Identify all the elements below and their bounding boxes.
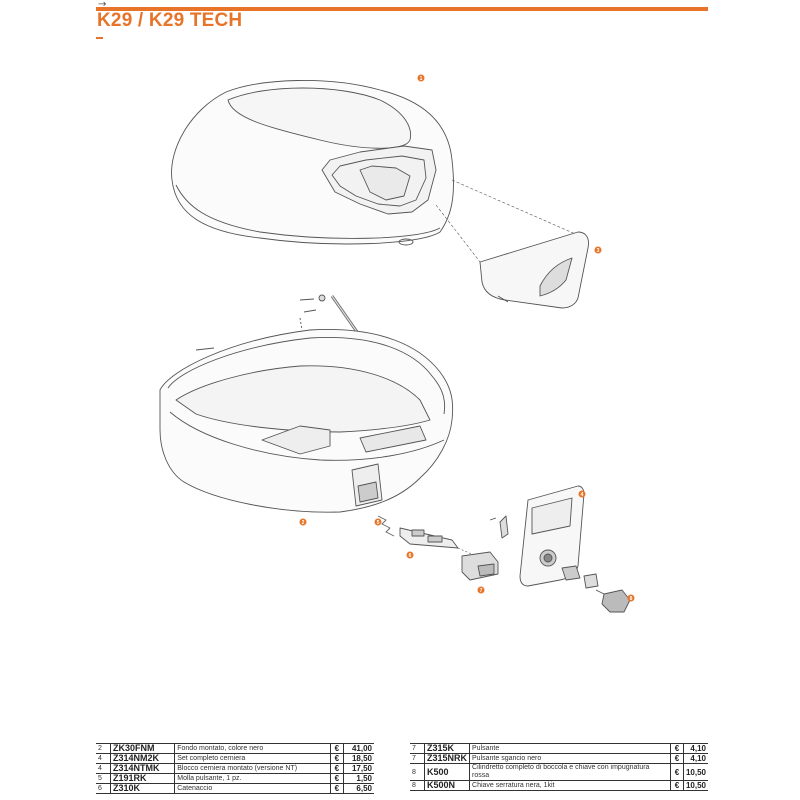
currency-symbol: € xyxy=(329,753,344,764)
exploded-diagram: 1 2 3 4 5 6 7 8 xyxy=(159,74,635,613)
base-part xyxy=(159,329,454,513)
callout-1 xyxy=(417,74,425,82)
part-description: Fondo montato, colore nero xyxy=(174,743,331,754)
callout-5-label: 5 xyxy=(377,520,380,526)
part-description: Chiave serratura nera, 1kit xyxy=(469,780,671,791)
table-row: 4 Z314NTMK Blocco cerniera montato (vers… xyxy=(96,763,374,774)
part-index: 5 xyxy=(96,773,111,784)
part-code: Z314NTMK xyxy=(109,763,175,774)
part-index: 8 xyxy=(410,780,425,791)
table-row: 5 Z191RK Molla pulsante, 1 pz. € 1,50 xyxy=(96,773,374,784)
callout-8 xyxy=(627,594,635,602)
part-price: 1,50 xyxy=(342,773,374,784)
currency-symbol: € xyxy=(329,763,344,774)
callout-6-label: 6 xyxy=(409,553,412,559)
callout-4-label: 4 xyxy=(581,492,584,498)
currency-symbol: € xyxy=(669,753,684,764)
part-index: 2 xyxy=(96,743,111,754)
part-code: Z310K xyxy=(109,783,175,794)
currency-symbol: € xyxy=(669,780,684,791)
cover-badge-part xyxy=(479,231,589,309)
catch-part xyxy=(399,527,459,549)
part-index: 8 xyxy=(410,763,425,781)
currency-symbol: € xyxy=(329,773,344,784)
callout-2-label: 2 xyxy=(302,520,305,526)
part-price: 10,50 xyxy=(682,780,708,791)
lid-part xyxy=(171,79,454,246)
part-code: ZK30FNM xyxy=(109,743,175,754)
parts-table-left: 2 ZK30FNM Fondo montato, colore nero € 4… xyxy=(96,743,374,794)
part-price: 6,50 xyxy=(342,783,374,794)
part-index: 4 xyxy=(96,763,111,774)
callout-markers xyxy=(299,74,635,602)
part-code: K500N xyxy=(423,780,470,791)
table-row: 2 ZK30FNM Fondo montato, colore nero € 4… xyxy=(96,743,374,754)
part-description: Blocco cerniera montato (versione NT) xyxy=(174,763,331,774)
currency-symbol: € xyxy=(669,763,684,781)
button-part xyxy=(461,551,499,581)
callout-4 xyxy=(578,490,586,498)
callout-6 xyxy=(406,551,414,559)
title-underline xyxy=(96,37,103,39)
currency-symbol: € xyxy=(329,783,344,794)
callout-5 xyxy=(374,518,382,526)
table-row: 7 Z315NRK Pulsante sgancio nero € 4,10 xyxy=(410,753,708,764)
callout-7 xyxy=(477,586,485,594)
part-price: 41,00 xyxy=(342,743,374,754)
lock-cylinder-part xyxy=(561,565,631,613)
part-index: 4 xyxy=(96,753,111,764)
page-title: K29 / K29 TECH xyxy=(97,10,243,31)
callout-2 xyxy=(299,518,307,526)
part-price: 4,10 xyxy=(682,743,708,754)
part-code: Z315NRK xyxy=(423,753,470,764)
part-description: Set completo cerniera xyxy=(174,753,331,764)
callout-3-label: 3 xyxy=(597,248,600,254)
spring-part xyxy=(377,515,395,537)
part-description: Molla pulsante, 1 pz. xyxy=(174,773,331,784)
part-price: 4,10 xyxy=(682,753,708,764)
part-index: 7 xyxy=(410,743,425,754)
part-price: 10,50 xyxy=(682,763,708,781)
parts-table-right: 7 Z315K Pulsante € 4,10 7 Z315NRK Pulsan… xyxy=(410,743,708,791)
part-price: 18,50 xyxy=(342,753,374,764)
part-description: Pulsante sgancio nero xyxy=(469,753,671,764)
title-arrow-icon: → xyxy=(98,0,107,10)
table-row: 4 Z314NM2K Set completo cerniera € 18,50 xyxy=(96,753,374,764)
part-description: Catenaccio xyxy=(174,783,331,794)
part-description: Pulsante xyxy=(469,743,671,754)
part-code: Z191RK xyxy=(109,773,175,784)
callout-7-label: 7 xyxy=(480,588,483,594)
table-row: 6 Z310K Catenaccio € 6,50 xyxy=(96,783,374,794)
table-row: 7 Z315K Pulsante € 4,10 xyxy=(410,743,708,754)
part-price: 17,50 xyxy=(342,763,374,774)
part-description: Cilindretto completo di boccola e chiave… xyxy=(469,763,671,781)
part-code: Z314NM2K xyxy=(109,753,175,764)
lock-panel-part xyxy=(489,485,585,587)
header-rule xyxy=(96,7,708,11)
callout-3 xyxy=(594,246,602,254)
currency-symbol: € xyxy=(669,743,684,754)
part-code: K500 xyxy=(423,763,470,781)
part-index: 7 xyxy=(410,753,425,764)
table-row: 8 K500 Cilindretto completo di boccola e… xyxy=(410,763,708,781)
currency-symbol: € xyxy=(329,743,344,754)
callout-1-label: 1 xyxy=(420,76,423,82)
part-index: 6 xyxy=(96,783,111,794)
callout-8-label: 8 xyxy=(630,596,633,602)
part-code: Z315K xyxy=(423,743,470,754)
table-row: 8 K500N Chiave serratura nera, 1kit € 10… xyxy=(410,780,708,791)
